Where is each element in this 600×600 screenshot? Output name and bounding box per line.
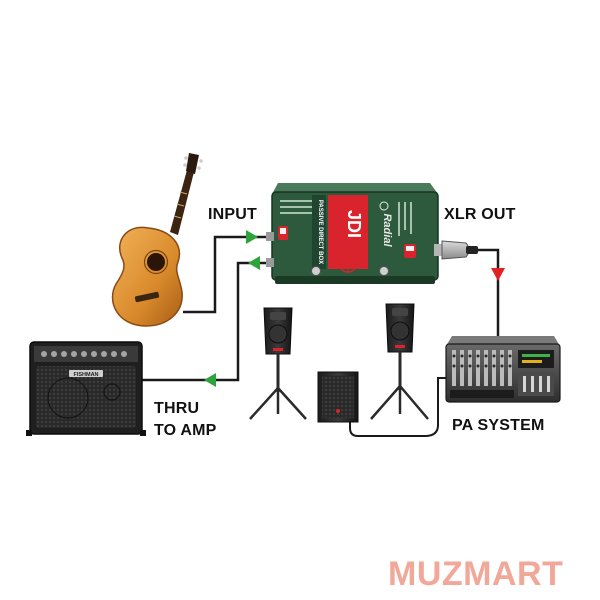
muzmart-watermark-logo: MUZMART xyxy=(388,555,564,593)
amp-arrow xyxy=(204,373,216,387)
cable-pa-to-subwoofer xyxy=(349,377,448,437)
thru-arrow xyxy=(248,256,260,270)
powered-mixer-icon xyxy=(445,336,561,403)
thru-label-line2: TO AMP xyxy=(154,422,217,439)
acoustic-amp-icon: FISHMAN xyxy=(26,341,146,436)
output-arrow xyxy=(491,268,505,281)
thru-to-amp-label: THRU TO AMP xyxy=(154,398,217,442)
device-subtitle: PASSIVE DIRECT BOX xyxy=(317,200,323,264)
pa-speaker-left-icon xyxy=(249,307,307,420)
subwoofer-icon xyxy=(317,371,359,423)
cable-xlr-to-pa xyxy=(476,248,500,336)
device-brand: Radial xyxy=(381,213,393,247)
input-arrow xyxy=(246,230,258,244)
cable-guitar-to-input xyxy=(183,235,272,314)
input-label: INPUT xyxy=(208,206,257,223)
pa-system-label: PA SYSTEM xyxy=(452,417,545,434)
direct-box-icon: JDI PASSIVE DIRECT BOX Radial xyxy=(266,183,439,284)
amp-brand: FISHMAN xyxy=(73,372,98,378)
xlr-out-label: XLR OUT xyxy=(444,206,516,223)
xlr-connector-icon xyxy=(434,240,478,260)
thru-label-line1: THRU xyxy=(154,400,200,417)
acoustic-guitar-icon xyxy=(111,153,203,327)
device-name: JDI xyxy=(344,210,364,238)
pa-speaker-right-icon xyxy=(370,303,429,420)
